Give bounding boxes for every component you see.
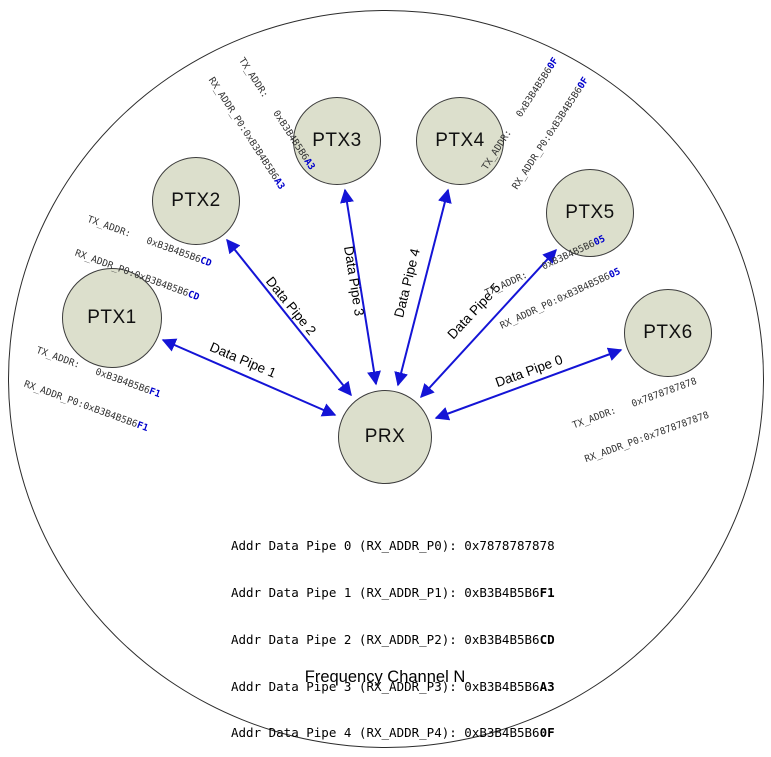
node-ptx6: PTX6 (624, 289, 712, 377)
node-ptx4-label: PTX4 (435, 130, 485, 151)
pipe-address-table: Addr Data Pipe 0 (RX_ADDR_P0): 0x7878787… (231, 507, 555, 757)
pipe-address-row: Addr Data Pipe 2 (RX_ADDR_P2): 0xB3B4B5B… (231, 631, 555, 647)
frequency-channel-label: Frequency Channel N (304, 668, 466, 686)
pipe-address-row: Addr Data Pipe 4 (RX_ADDR_P4): 0xB3B4B5B… (231, 725, 555, 741)
node-ptx1: PTX1 (62, 268, 162, 368)
node-ptx5-label: PTX5 (565, 202, 615, 223)
node-ptx4: PTX4 (416, 97, 504, 185)
pipe-address-row: Addr Data Pipe 3 (RX_ADDR_P3): 0xB3B4B5B… (231, 678, 555, 694)
frequency-channel-circle (8, 10, 764, 748)
node-ptx3: PTX3 (293, 97, 381, 185)
data-pipe-2-arrow (226, 238, 352, 397)
data-pipe-1-arrow (161, 338, 337, 417)
node-ptx1-label: PTX1 (87, 307, 137, 328)
node-ptx3-label: PTX3 (312, 130, 362, 151)
node-prx: PRX (338, 390, 432, 484)
node-ptx6-label: PTX6 (643, 322, 693, 343)
node-ptx5: PTX5 (546, 169, 634, 257)
data-pipe-0-arrow (434, 347, 623, 421)
node-ptx2: PTX2 (152, 157, 240, 245)
pipe-address-row: Addr Data Pipe 0 (RX_ADDR_P0): 0x7878787… (231, 538, 555, 554)
node-prx-label: PRX (364, 426, 406, 447)
node-ptx2-label: PTX2 (171, 190, 221, 211)
data-pipe-3-arrow (340, 188, 381, 386)
pipe-address-row: Addr Data Pipe 1 (RX_ADDR_P1): 0xB3B4B5B… (231, 584, 555, 600)
